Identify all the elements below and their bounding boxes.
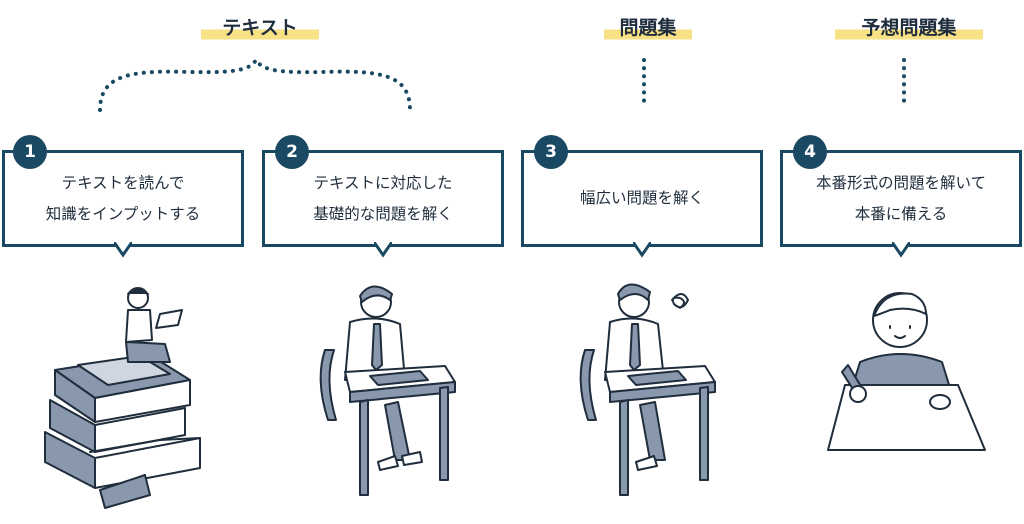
- step-card-4: 4 本番形式の問題を解いて 本番に備える: [780, 135, 1022, 258]
- step-card-1: 1 テキストを読んで 知識をインプットする: [2, 135, 244, 258]
- step-text-line: テキストに対応した: [313, 173, 453, 192]
- speech-tail: [892, 242, 910, 258]
- step-number-badge: 4: [793, 135, 827, 169]
- header-practice-exam: 予想問題集: [835, 13, 983, 43]
- dotted-connectors: [98, 56, 906, 112]
- step-text-line: テキストを読んで: [61, 173, 185, 192]
- speech-tail: [633, 242, 651, 258]
- step-number-badge: 2: [275, 135, 309, 169]
- step-number-badge: 3: [534, 135, 568, 169]
- header-problem-set: 問題集: [604, 13, 692, 43]
- step-number-badge: 1: [13, 135, 47, 169]
- speech-tail: [374, 242, 392, 258]
- illustrations: [44, 283, 986, 509]
- step-text-line: 知識をインプットする: [45, 204, 201, 223]
- step-text-line: 基礎的な問題を解く: [313, 204, 453, 223]
- step-card-3: 3 幅広い問題を解く: [521, 135, 763, 258]
- step-text-line: 本番に備える: [854, 204, 948, 223]
- desk-study-illustration: [319, 285, 456, 496]
- exam-writing-illustration: [827, 292, 986, 451]
- speech-tail: [114, 242, 132, 258]
- brace-connector: [98, 56, 412, 112]
- troubled-study-illustration: [579, 283, 716, 496]
- step-text-line: 本番形式の問題を解いて: [815, 173, 987, 192]
- header-text: テキスト: [201, 13, 319, 43]
- step-card-2: 2 テキストに対応した 基礎的な問題を解く: [262, 135, 504, 258]
- step-text-line: 幅広い問題を解く: [579, 189, 704, 207]
- reading-on-books-illustration: [44, 287, 201, 509]
